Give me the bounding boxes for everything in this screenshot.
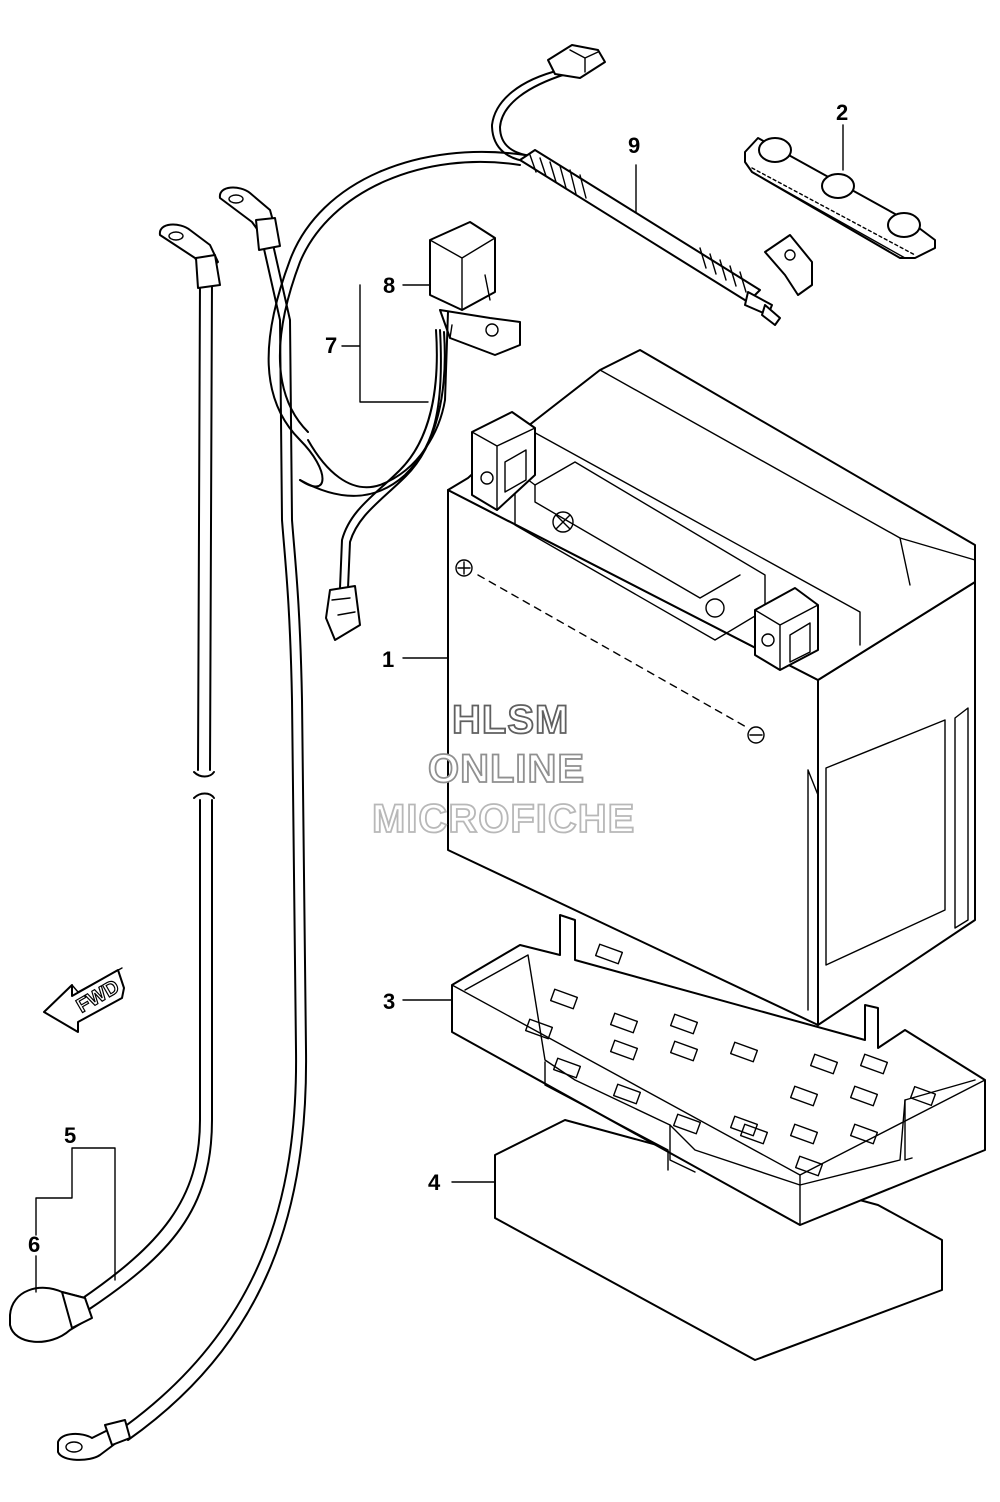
callout-5: 5 xyxy=(35,1123,116,1281)
battery-pad-cap-part[interactable] xyxy=(744,137,936,259)
callout-2: 2 xyxy=(836,100,848,171)
watermark: HLSM ONLINE MICROFICHE xyxy=(371,697,635,842)
fuse-harness-part[interactable] xyxy=(267,151,526,641)
negative-cap-part[interactable] xyxy=(9,1286,93,1343)
callout-7-label: 7 xyxy=(325,333,337,358)
callout-6-label: 6 xyxy=(28,1232,40,1257)
callout-3-label: 3 xyxy=(383,989,395,1014)
callout-4: 4 xyxy=(428,1170,496,1219)
callout-7: 7 xyxy=(325,284,429,403)
callout-2-label: 2 xyxy=(836,100,848,125)
callout-5-label: 5 xyxy=(64,1123,76,1148)
callout-8-label: 8 xyxy=(383,273,395,298)
fwd-direction-badge: FWD xyxy=(43,967,125,1033)
callout-1-label: 1 xyxy=(382,647,394,672)
positive-cable-part[interactable] xyxy=(491,44,813,326)
callout-8: 8 xyxy=(383,273,431,298)
battery-pad-part[interactable] xyxy=(494,1119,943,1361)
watermark-line1: HLSM xyxy=(452,698,569,742)
watermark-line2: ONLINE xyxy=(428,747,585,791)
fuse-holder-part[interactable] xyxy=(429,221,521,356)
callout-9: 9 xyxy=(628,133,640,213)
watermark-line3: MICROFICHE xyxy=(372,797,635,841)
callout-4-label: 4 xyxy=(428,1170,441,1195)
tray-vent-slots xyxy=(524,943,937,1177)
battery-tray-part[interactable] xyxy=(451,914,986,1226)
callout-6: 6 xyxy=(28,1232,40,1293)
callout-1: 1 xyxy=(382,647,449,672)
callout-3: 3 xyxy=(383,989,453,1014)
negative-cable-part[interactable] xyxy=(57,186,308,1461)
battery-part[interactable] xyxy=(447,349,976,1026)
callout-9-label: 9 xyxy=(628,133,640,158)
